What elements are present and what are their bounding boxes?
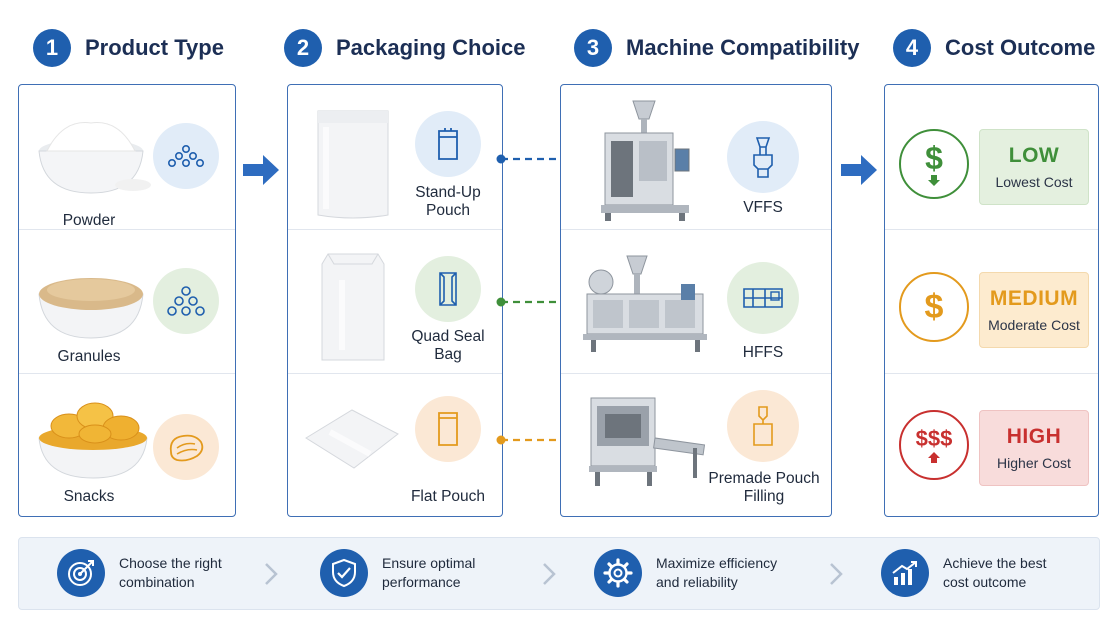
step-header-3: 3 Machine Compatibility [574,28,859,68]
benefit-maximize: Maximize efficiency and reliability [594,549,786,597]
flat-pouch-icon [415,396,481,462]
shield-check-icon [320,549,368,597]
premade-pouch-icon [727,390,799,462]
hffs-machine-image [583,255,707,352]
packaging-panel: Stand-Up Pouch Quad Seal Bag Flat Pouch [287,84,503,517]
product-row-granules: Granules [19,229,235,373]
machine-label-hffs: HFFS [742,344,784,361]
dollar-up-icon: $$$ [899,410,969,480]
cost-row-low: $ LOW Lowest Cost [885,85,1098,229]
quad-seal-bag-icon [415,256,481,322]
cost-card-high: HIGH Higher Cost [979,410,1089,486]
granules-icon [153,268,219,334]
chevron-right-icon [830,563,843,585]
cost-symbol-high: $$$ [915,426,953,451]
premade-machine-image [589,397,706,486]
machine-row-vffs: VFFS [561,85,831,229]
cost-card-medium: MEDIUM Moderate Cost [979,272,1089,348]
product-row-powder: Powder [19,85,235,229]
packaging-label-flat: Flat Pouch [410,488,486,505]
machine-row-premade: Premade Pouch Filling [561,373,831,517]
hffs-icon [727,262,799,334]
machine-panel: VFFS HFFS [560,84,832,517]
benefit-text-achieve: Achieve the best cost outcome [943,555,1047,590]
benefit-text-ensure: Ensure optimal performance [382,555,476,590]
dollar-down-icon: $ [899,129,969,199]
product-label-snacks: Snacks [63,488,115,505]
vffs-machine-image [601,100,690,221]
flow-arrow-2 [841,155,877,185]
cost-desc-medium: Moderate Cost [988,317,1080,333]
product-label-powder: Powder [62,212,116,229]
powder-pile-icon [153,123,219,189]
step-header-1: 1 Product Type [33,28,224,68]
granules-bowl-image [38,278,144,339]
packaging-row-stand-up: Stand-Up Pouch [288,85,502,229]
dollar-medium-icon: $ [899,272,969,342]
step-number-4: 4 [893,29,931,67]
cost-card-low: LOW Lowest Cost [979,129,1089,205]
step-number-1: 1 [33,29,71,67]
growth-chart-icon [881,549,929,597]
product-type-panel: Powder Granules [18,84,236,517]
benefit-text-maximize: Maximize efficiency and reliability [656,555,778,590]
step-number-2: 2 [284,29,322,67]
benefit-choose: Choose the right combination [57,549,239,597]
flow-arrow-1 [243,155,279,185]
packaging-row-quad-seal: Quad Seal Bag [288,229,502,373]
vffs-icon [727,121,799,193]
step-header-4: 4 Cost Outcome [893,28,1095,68]
benefit-text-choose: Choose the right combination [119,555,222,590]
chevron-right-icon [265,563,278,585]
chip-icon [153,414,219,480]
step-title-cost-outcome: Cost Outcome [945,35,1096,60]
step-title-machine-compatibility: Machine Compatibility [626,35,860,60]
step-title-packaging-choice: Packaging Choice [336,35,526,60]
cost-row-medium: $ MEDIUM Moderate Cost [885,229,1098,373]
machine-label-premade: Premade Pouch Filling [708,470,820,505]
stand-up-pouch-image [317,110,389,219]
cost-desc-low: Lowest Cost [995,174,1073,190]
cost-row-high: $$$ HIGH Higher Cost [885,373,1098,517]
step-header-2: 2 Packaging Choice [284,28,526,68]
cost-level-low: LOW [1008,144,1060,167]
step-title-product-type: Product Type [85,35,224,60]
machine-row-hffs: HFFS [561,229,831,373]
cost-desc-high: Higher Cost [997,455,1071,471]
gear-icon [594,549,642,597]
cost-panel: $ LOW Lowest Cost $ MEDIUM Moderate Cost… [884,84,1099,517]
cost-symbol-medium: $ [924,287,944,326]
chevron-right-icon [543,563,556,585]
connector-lines [496,154,563,445]
cost-level-high: HIGH [1006,425,1062,448]
benefit-ensure: Ensure optimal performance [320,549,502,597]
machine-label-vffs: VFFS [743,199,783,216]
snacks-bowl-image [38,402,148,479]
cost-symbol-low: $ [925,140,943,176]
product-row-snacks: Snacks [19,373,235,517]
stand-up-pouch-icon [415,111,481,177]
packaging-row-flat: Flat Pouch [288,373,502,517]
product-label-granules: Granules [57,348,121,365]
flat-pouch-image [305,409,399,469]
benefits-bar: Choose the right combination Ensure opti… [18,537,1100,610]
powder-bowl-image [38,122,151,194]
target-icon [57,549,105,597]
cost-level-medium: MEDIUM [989,287,1079,310]
benefit-achieve: Achieve the best cost outcome [881,549,1053,597]
packaging-label-stand-up: Stand-Up Pouch [415,184,481,219]
packaging-label-quad-seal: Quad Seal Bag [411,328,485,363]
quad-seal-bag-image [321,253,385,361]
step-number-3: 3 [574,29,612,67]
